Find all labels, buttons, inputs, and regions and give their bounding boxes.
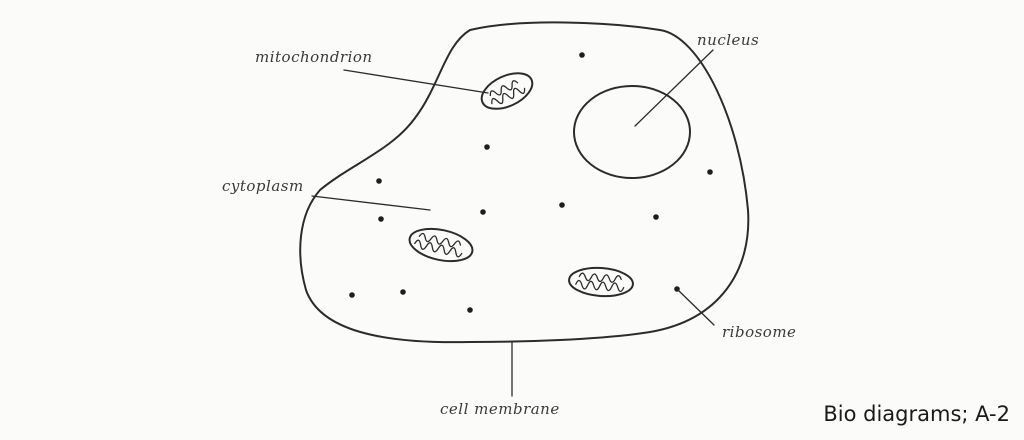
nucleus-leader-line [634, 49, 714, 127]
ribosome-label: ribosome [722, 323, 796, 341]
ribosome-dots [349, 52, 713, 313]
ribosome-dot [480, 209, 486, 215]
mitochondrion-3 [568, 266, 634, 298]
ribosome-dot [376, 178, 382, 184]
mitochondrion-label: mitochondrion [255, 48, 373, 66]
ribosome-dot [400, 289, 406, 295]
ribosome-dot [467, 307, 473, 313]
ribosome-leader-line [677, 289, 715, 326]
ribosome-dot [707, 169, 713, 175]
ribosome-dot [349, 292, 355, 298]
ribosome-dot [579, 52, 585, 58]
cell-membrane-label: cell membrane [440, 400, 560, 418]
mitochondrion-2 [408, 227, 474, 263]
ribosome-dot [559, 202, 565, 208]
cytoplasm-leader-line [311, 195, 431, 211]
nucleus-shape [573, 85, 691, 179]
cell-membrane-outline [299, 21, 750, 344]
mitochondrion-leader-line [343, 69, 489, 94]
ribosome-dot [378, 216, 384, 222]
ribosome-dot [484, 144, 490, 150]
cytoplasm-label: cytoplasm [222, 177, 304, 195]
ribosome-dot [653, 214, 659, 220]
diagram-caption: Bio diagrams; A-2 [823, 402, 1010, 426]
mitochondrion-1 [480, 72, 534, 110]
nucleus-label: nucleus [697, 31, 759, 49]
